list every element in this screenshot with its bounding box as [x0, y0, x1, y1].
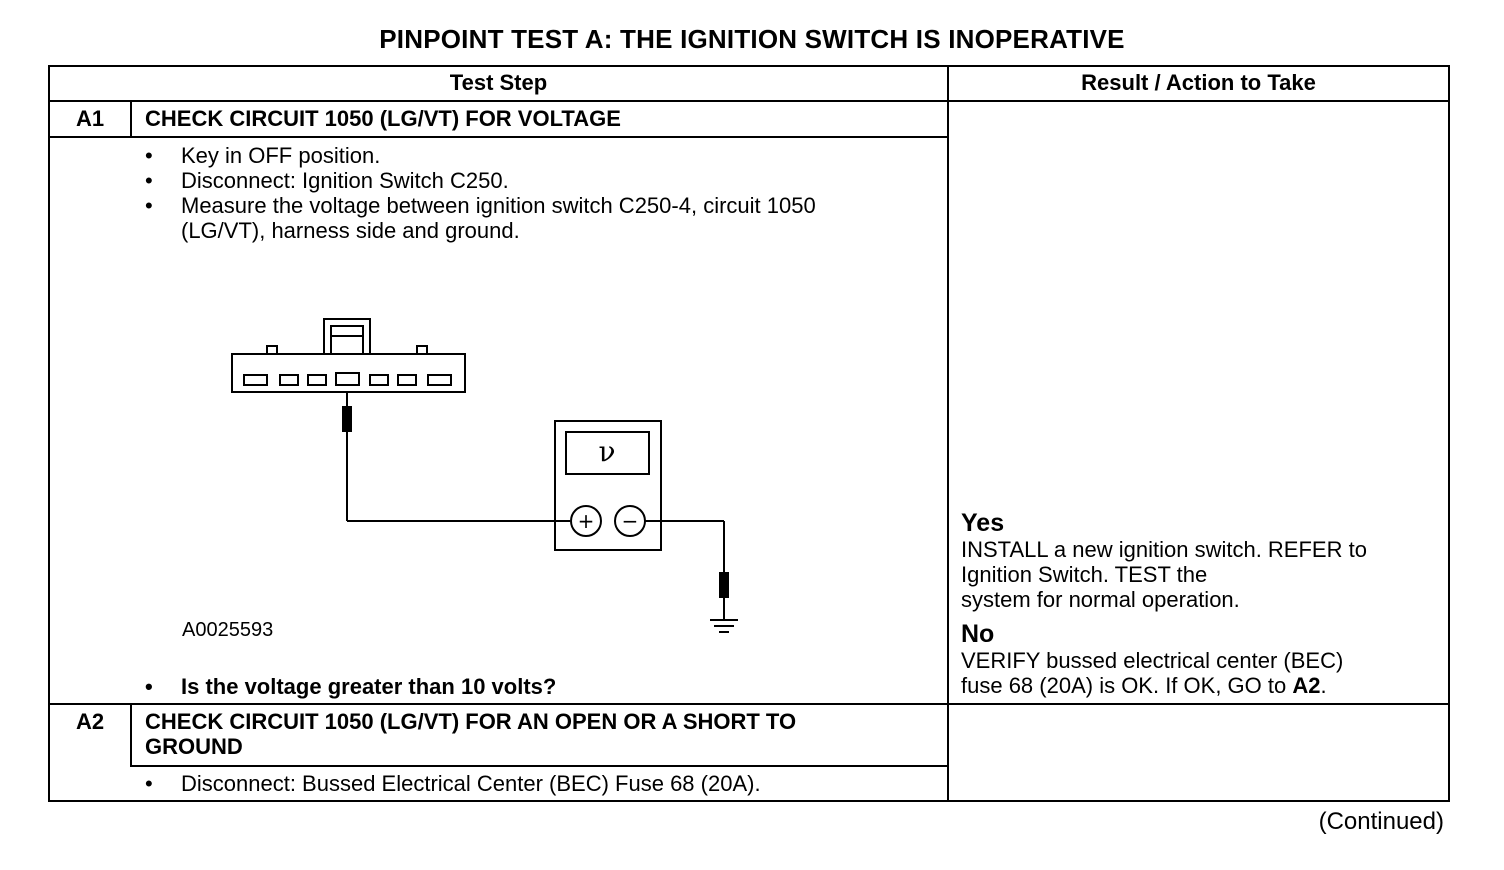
result-yes-text-1: INSTALL a new ignition switch. REFER to — [961, 537, 1367, 562]
page-title: PINPOINT TEST A: THE IGNITION SWITCH IS … — [379, 24, 1125, 54]
step-heading-a1: CHECK CIRCUIT 1050 (LG/VT) FOR VOLTAGE — [145, 106, 621, 131]
list-item: Measure the voltage between ignition swi… — [145, 193, 885, 243]
result-yes-text-3: system for normal operation. — [961, 587, 1240, 612]
a2-row-rule — [48, 703, 1450, 705]
result-no-label: No — [961, 620, 995, 648]
result-no-text-2: fuse 68 (20A) is OK. If OK, GO to A2. — [961, 673, 1446, 698]
step-id-divider-a1 — [130, 100, 132, 138]
result-yes-text-2: Ignition Switch. TEST the — [961, 562, 1208, 587]
pinpoint-table — [48, 65, 1450, 802]
list-item: Disconnect: Bussed Electrical Center (BE… — [145, 771, 935, 796]
a1-question: Is the voltage greater than 10 volts? — [145, 674, 925, 699]
a1-heading-rule — [48, 136, 948, 138]
continued-note: (Continued) — [1318, 808, 1444, 835]
minus-sign: − — [622, 509, 639, 533]
voltmeter-symbol: ν — [598, 435, 615, 468]
list-item: Is the voltage greater than 10 volts? — [145, 674, 925, 699]
plus-sign: + — [578, 509, 595, 533]
step-id-divider-a2 — [130, 703, 132, 767]
a1-result: Yes INSTALL a new ignition switch. REFER… — [961, 509, 1446, 698]
a1-instructions: Key in OFF position. Disconnect: Ignitio… — [145, 143, 885, 243]
column-divider — [947, 65, 949, 802]
ignition-switch-connector-c250 — [231, 353, 466, 393]
list-item: Disconnect: Ignition Switch C250. — [145, 168, 885, 193]
a2-heading-rule — [130, 765, 948, 767]
header-result: Result / Action to Take — [1081, 70, 1316, 95]
header-test-step: Test Step — [449, 70, 548, 95]
result-yes-label: Yes — [961, 509, 1005, 537]
figure-id: A0025593 — [182, 619, 274, 641]
step-heading-a2-line-2: GROUND — [145, 734, 243, 759]
list-item: Key in OFF position. — [145, 143, 885, 168]
result-no-text-1: VERIFY bussed electrical center (BEC) — [961, 648, 1344, 673]
step-id-a1: A1 — [75, 106, 105, 131]
voltmeter — [554, 420, 662, 551]
header-rule — [48, 100, 1450, 102]
step-heading-a2-line-1: CHECK CIRCUIT 1050 (LG/VT) FOR AN OPEN O… — [145, 709, 797, 734]
voltmeter-positive-terminal — [570, 505, 602, 537]
step-id-a2: A2 — [75, 709, 105, 734]
a2-instructions: Disconnect: Bussed Electrical Center (BE… — [145, 771, 935, 796]
result-no-text-2-end: . — [1320, 673, 1327, 698]
goto-a2-link[interactable]: A2 — [1292, 673, 1321, 698]
result-no-text-2-main: fuse 68 (20A) is OK. If OK, GO to — [961, 673, 1293, 698]
